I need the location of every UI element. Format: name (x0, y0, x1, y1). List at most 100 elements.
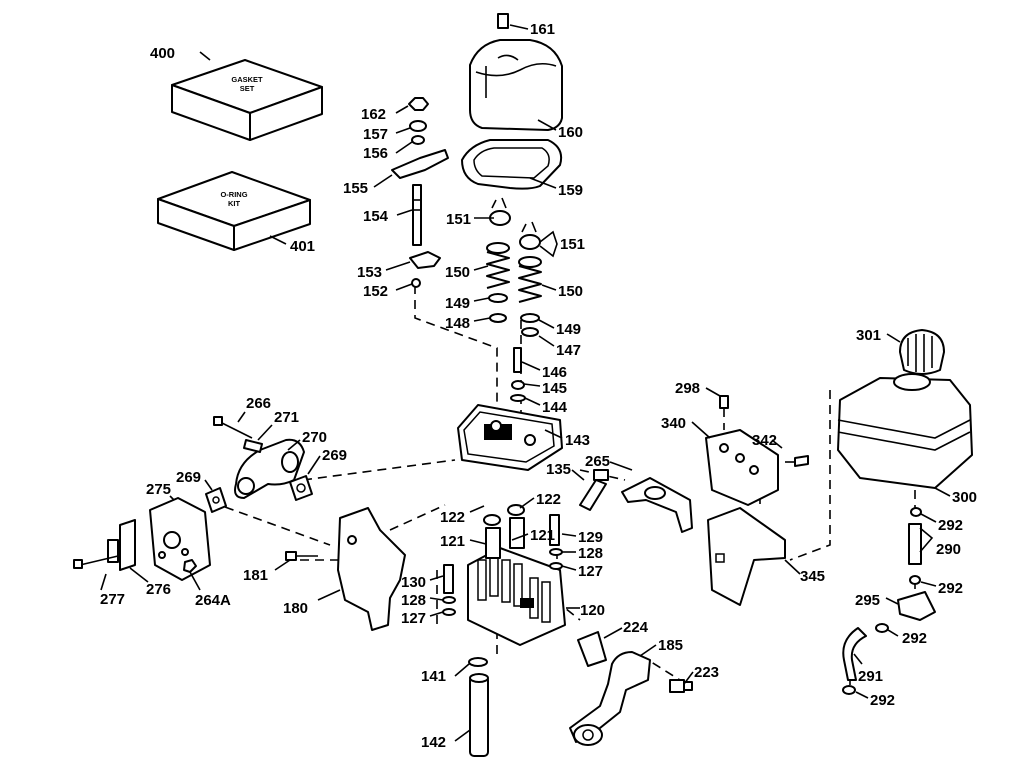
callout-152: 152 (363, 283, 388, 300)
o-ring-kit-box: O-RING KIT (157, 171, 311, 251)
callout-159: 159 (558, 182, 583, 199)
dipstick-tube (468, 657, 489, 757)
callout-135: 135 (546, 461, 571, 478)
callout-145: 145 (542, 380, 567, 397)
baffle-screw-181 (285, 551, 318, 561)
callout-148: 148 (445, 315, 470, 332)
cylinder-head (457, 404, 563, 471)
callout-300: 300 (952, 489, 977, 506)
fuel-cap (899, 329, 945, 375)
callout-leaders (100, 24, 951, 742)
callout-292-c: 292 (902, 630, 927, 647)
callout-127-left: 127 (401, 610, 426, 627)
callout-129: 129 (578, 529, 603, 546)
callout-144: 144 (542, 399, 568, 416)
callout-298: 298 (675, 380, 700, 397)
callout-151-right: 151 (560, 236, 585, 253)
callout-149-right: 149 (556, 321, 581, 338)
fuel-line-parts (842, 507, 936, 695)
callout-155: 155 (343, 180, 368, 197)
callout-180: 180 (283, 600, 308, 617)
callout-401: 401 (290, 238, 315, 255)
callout-292-b: 292 (938, 580, 963, 597)
tank-bracket-340 (705, 395, 809, 506)
o-ring-kit-label-1: O-RING (220, 190, 247, 199)
valve-spring-left (486, 197, 511, 323)
callout-120: 120 (580, 602, 605, 619)
callout-147: 147 (556, 342, 581, 359)
callout-223: 223 (694, 664, 719, 681)
callout-269-left: 269 (176, 469, 201, 486)
callout-266: 266 (246, 395, 271, 412)
gasket-set-label-1: GASKET (231, 75, 263, 84)
exhaust-pipe (569, 631, 651, 746)
callout-150-right: 150 (558, 283, 583, 300)
callout-340: 340 (661, 415, 686, 432)
bracket-265 (621, 477, 693, 533)
tank-bracket-345 (707, 507, 786, 606)
callout-122-left: 122 (440, 509, 465, 526)
muffler-screw (73, 555, 119, 569)
callout-276: 276 (146, 581, 171, 598)
callout-290: 290 (936, 541, 961, 558)
breather-parts (510, 347, 526, 402)
exhaust-gaskets (205, 475, 313, 513)
callout-271: 271 (274, 409, 299, 426)
callout-143: 143 (565, 432, 590, 449)
callout-154: 154 (363, 208, 389, 225)
gasket-set-label-2: SET (240, 84, 255, 93)
callout-181: 181 (243, 567, 268, 584)
fuel-tank (837, 373, 973, 489)
callout-224: 224 (623, 619, 649, 636)
callout-149-left: 149 (445, 295, 470, 312)
callout-121-left: 121 (440, 533, 465, 550)
callout-151-left: 151 (446, 211, 471, 228)
gasket-set-box: GASKET SET (171, 59, 323, 141)
valve-cover (469, 13, 563, 131)
muffler (149, 497, 211, 581)
o-ring-kit-label-2: KIT (228, 199, 241, 208)
rocker-assembly (391, 97, 449, 288)
callout-275: 275 (146, 481, 171, 498)
callout-292-d: 292 (870, 692, 895, 709)
callout-270: 270 (302, 429, 327, 446)
callout-141: 141 (421, 668, 446, 685)
exhaust-elbow (234, 438, 305, 499)
muffler-guard (107, 519, 136, 571)
callout-122-right: 122 (536, 491, 561, 508)
callout-128-left: 128 (401, 592, 426, 609)
callout-301: 301 (856, 327, 881, 344)
callout-400: 400 (150, 45, 175, 62)
muffler-nut (183, 559, 197, 573)
exhaust-bolt-266 (213, 416, 263, 453)
spark-plug (579, 469, 609, 511)
valve-spring-right (518, 221, 542, 337)
callout-153: 153 (357, 264, 382, 281)
callout-labels: 161 400 162 157 156 160 155 159 154 151 … (100, 21, 977, 751)
callout-295: 295 (855, 592, 880, 609)
callout-128-right: 128 (578, 545, 603, 562)
callout-130: 130 (401, 574, 426, 591)
callout-345: 345 (800, 568, 825, 585)
callout-157: 157 (363, 126, 388, 143)
callout-146: 146 (542, 364, 567, 381)
callout-264a: 264A (195, 592, 231, 609)
cooling-fins (477, 555, 551, 623)
callout-269-right: 269 (322, 447, 347, 464)
callout-265: 265 (585, 453, 610, 470)
callout-156: 156 (363, 145, 388, 162)
callout-150-left: 150 (445, 264, 470, 281)
cylinder-baffle (337, 507, 406, 631)
callout-342: 342 (752, 432, 777, 449)
callout-291: 291 (858, 668, 883, 685)
callout-160: 160 (558, 124, 583, 141)
callout-277: 277 (100, 591, 125, 608)
callout-127-right: 127 (578, 563, 603, 580)
callout-162: 162 (361, 106, 386, 123)
callout-142: 142 (421, 734, 446, 751)
callout-185: 185 (658, 637, 683, 654)
callout-161: 161 (530, 21, 555, 38)
callout-292-a: 292 (938, 517, 963, 534)
exhaust-fitting-223 (669, 679, 693, 693)
